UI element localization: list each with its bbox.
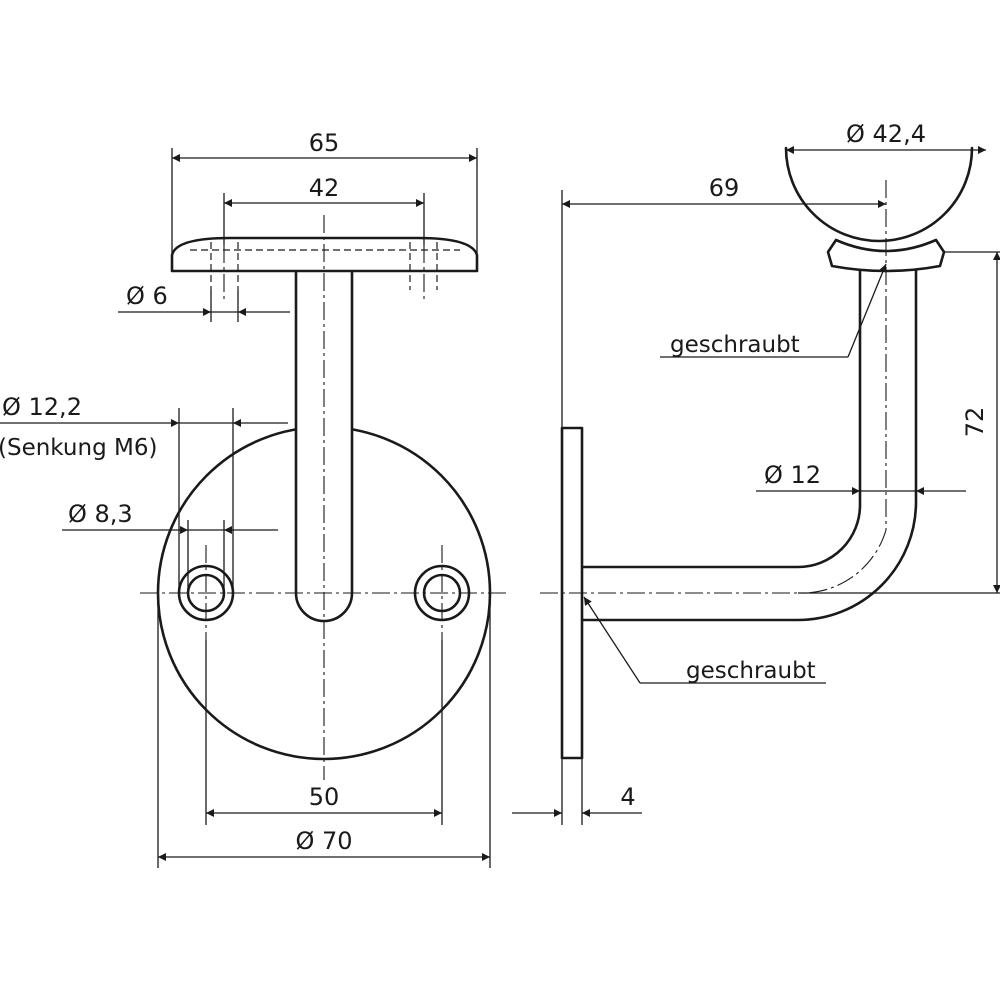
leader-line-bottom xyxy=(583,596,641,684)
handrail-profile xyxy=(784,146,974,243)
dim-rail-diameter: Ø 42,4 xyxy=(846,120,926,148)
dim-hole-8: Ø 8,3 xyxy=(68,500,133,528)
dim-hole-spacing-bottom: 50 xyxy=(309,783,340,811)
dim-rod-diameter: Ø 12 xyxy=(764,461,821,489)
front-view: 65 42 Ø 6 Ø 12,2 (Senkung M6) Ø 8,3 50 xyxy=(0,129,510,868)
dim-base-thickness: 4 xyxy=(620,783,635,811)
note-screwed-bottom: geschraubt xyxy=(686,658,816,684)
side-view: Ø 42,4 69 72 Ø 12 4 geschraubt geschraub… xyxy=(512,120,1000,825)
dim-height: 72 xyxy=(961,407,989,438)
support-rod-side xyxy=(580,268,918,622)
note-screwed-top: geschraubt xyxy=(670,332,800,358)
dim-projection: 69 xyxy=(709,174,740,202)
center-line-rod-bend xyxy=(797,529,887,594)
note-countersink: (Senkung M6) xyxy=(0,435,157,461)
dim-plate-width: 65 xyxy=(309,129,340,157)
leader-line-top xyxy=(847,263,887,358)
dim-countersink: Ø 12,2 xyxy=(2,393,82,421)
dim-hole-spacing-top: 42 xyxy=(309,174,340,202)
dim-base-diameter: Ø 70 xyxy=(295,827,352,855)
dim-hole-6: Ø 6 xyxy=(126,282,168,310)
